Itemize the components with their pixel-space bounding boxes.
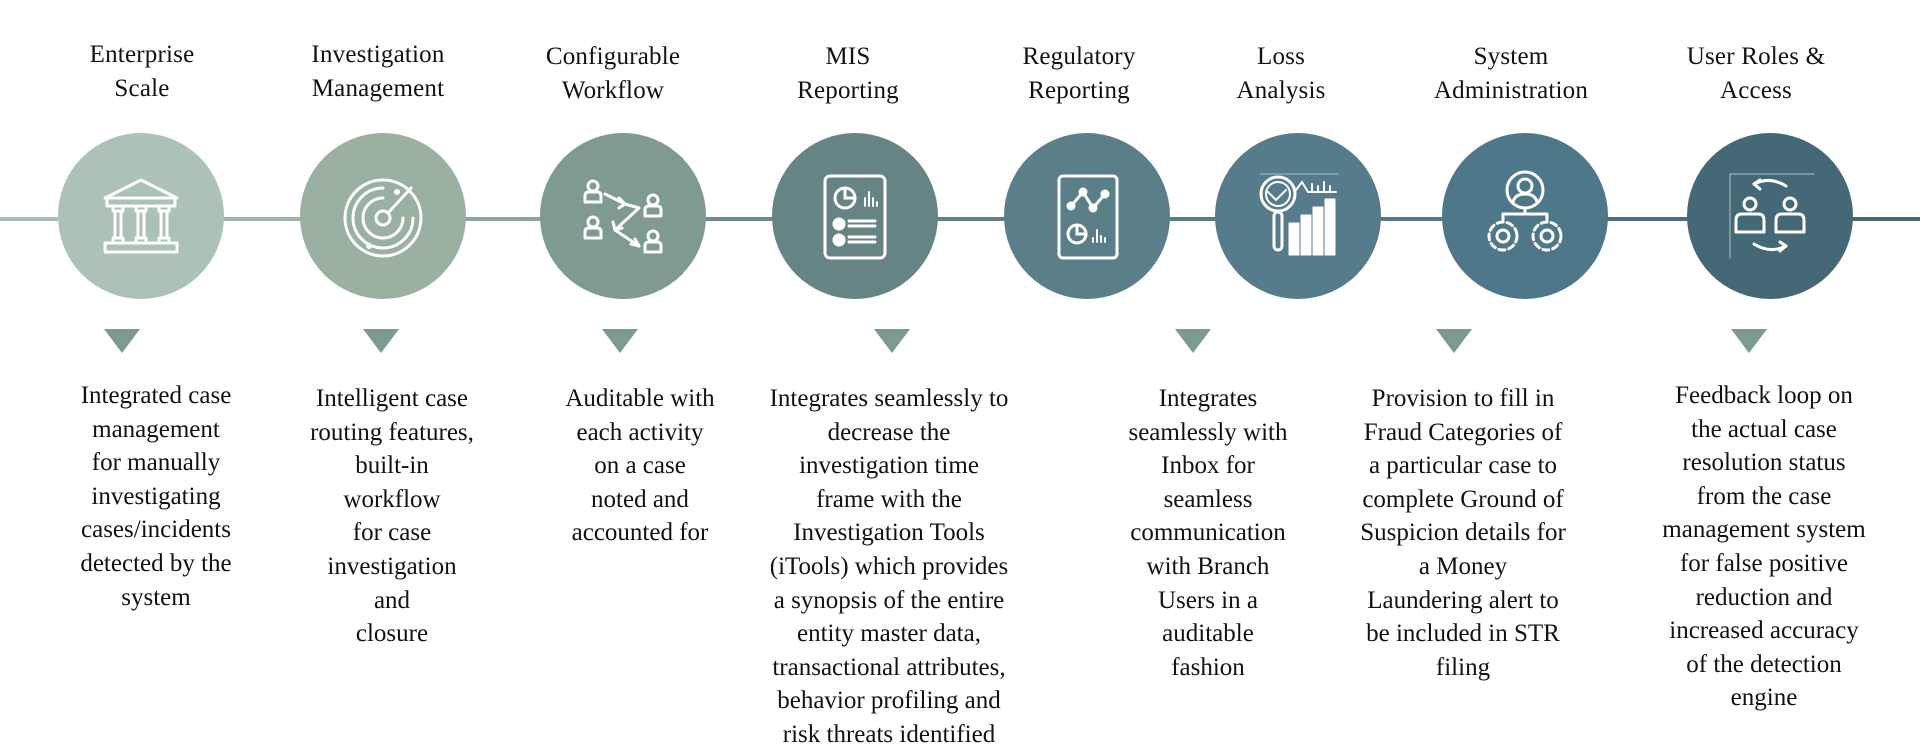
timeline-segment bbox=[1606, 217, 1688, 221]
user-gears-icon bbox=[1487, 170, 1563, 252]
step-circle-enterprise-scale bbox=[58, 133, 224, 299]
step-description-loss-analysis: Provision to fill in Fraud Categories of… bbox=[1360, 385, 1566, 681]
step-title-user-roles-access: User Roles & Access bbox=[1686, 43, 1826, 104]
timeline-segment bbox=[0, 217, 60, 221]
step-circle-configurable-workflow bbox=[540, 133, 706, 299]
pointer-triangle bbox=[363, 329, 399, 353]
step-circle-regulatory-reporting bbox=[1004, 133, 1170, 299]
step-description-system-administration: Feedback loop on the actual case resolut… bbox=[1662, 382, 1866, 712]
pointer-triangle bbox=[1175, 329, 1211, 353]
step-description-investigation-management: Intelligent case routing features, built… bbox=[310, 385, 474, 648]
people-routing-icon bbox=[583, 179, 663, 254]
step-circle-user-roles-access bbox=[1687, 133, 1853, 299]
chart-report-icon bbox=[1057, 174, 1119, 260]
step-circle-loss-analysis bbox=[1215, 133, 1381, 299]
timeline-segment bbox=[1852, 217, 1920, 221]
step-title-regulatory-reporting: Regulatory Reporting bbox=[1022, 43, 1136, 104]
pointer-triangle bbox=[104, 329, 140, 353]
step-circle-investigation-management bbox=[300, 133, 466, 299]
pointer-triangle bbox=[874, 329, 910, 353]
timeline-segment bbox=[1380, 217, 1446, 221]
step-description-enterprise-scale: Integrated case management for manually … bbox=[80, 382, 232, 611]
timeline-segment bbox=[704, 217, 774, 221]
step-circle-system-administration bbox=[1442, 133, 1608, 299]
step-title-loss-analysis: Loss Analysis bbox=[1236, 43, 1326, 104]
step-title-system-administration: System Administration bbox=[1433, 43, 1589, 104]
step-circle-mis-reporting bbox=[772, 133, 938, 299]
pointer-triangle bbox=[602, 329, 638, 353]
step-description-configurable-workflow: Auditable with each activity on a case n… bbox=[565, 385, 715, 547]
step-title-configurable-workflow: Configurable Workflow bbox=[545, 43, 681, 104]
pointer-triangle bbox=[1436, 329, 1472, 353]
step-title-mis-reporting: MIS Reporting bbox=[797, 43, 899, 104]
timeline-segment bbox=[464, 217, 542, 221]
radar-icon bbox=[343, 178, 423, 258]
bank-building-icon bbox=[103, 178, 179, 254]
timeline-segment bbox=[1168, 217, 1218, 221]
magnifier-bar-chart-icon bbox=[1259, 173, 1339, 256]
timeline-line bbox=[0, 217, 1920, 221]
pointer-triangle bbox=[1731, 329, 1767, 353]
timeline-segment bbox=[936, 217, 1006, 221]
step-title-investigation-management: Investigation Management bbox=[311, 41, 445, 102]
step-title-enterprise-scale: Enterprise Scale bbox=[89, 41, 195, 102]
step-description-regulatory-reporting: Integrates seamlessly with Inbox for sea… bbox=[1128, 385, 1288, 681]
step-description-mis-reporting: Integrates seamlessly to decrease the in… bbox=[769, 385, 1009, 748]
timeline-segment bbox=[222, 217, 302, 221]
report-document-icon bbox=[823, 174, 887, 260]
user-exchange-icon bbox=[1729, 173, 1815, 259]
